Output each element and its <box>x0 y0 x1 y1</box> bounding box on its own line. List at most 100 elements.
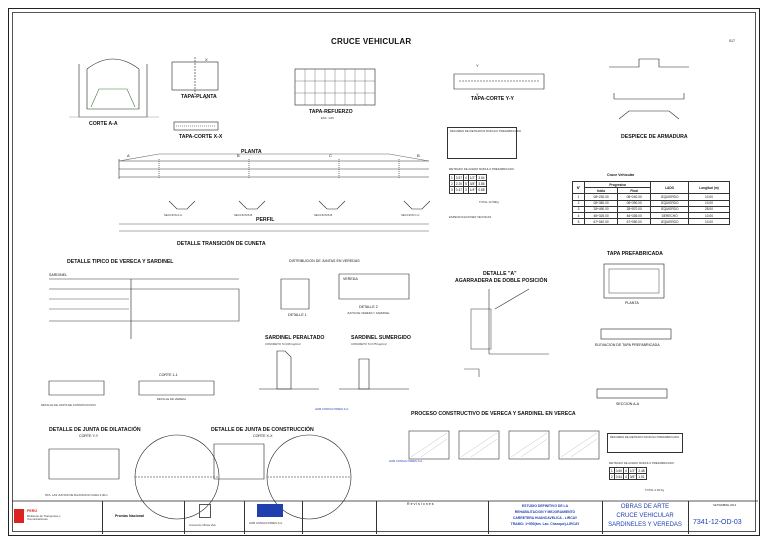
tapa-refuerzo-label: TAPA-REFUERZO <box>309 109 353 115</box>
provias-cell: Provias Nacional <box>102 501 182 534</box>
corte-11-label: CORTE 1-1 <box>159 373 178 377</box>
sardinel-sumergido-title: SARDINEL SUMERGIDO <box>351 335 411 341</box>
col-longitud: Longitud (m) <box>687 180 731 195</box>
planta-label: PLANTA <box>241 149 262 155</box>
resumen-box: RESUMEN DE METRADOS MODULO PREFABRICADO <box>447 127 521 159</box>
col-no: N° <box>572 180 585 195</box>
resumen-bottom-title: RESUMEN DE METRADO MODULO PREFABRICADO <box>610 435 680 439</box>
logo-cell: PERÚ Ministerio de Transportes y Comunic… <box>12 501 64 534</box>
study-line2: REHABILITACION Y MEJORAMIENTO <box>514 510 576 514</box>
sheet-title-2: CRUCE VEHICULAR <box>616 513 674 519</box>
progressive-table: N° Progresiva LADO Longitud (m) Inicio F… <box>572 180 731 226</box>
peru-flag-icon <box>14 509 24 523</box>
tapa-prefab-title: TAPA PREFABRICADA <box>607 251 663 257</box>
metrado-bottom-total: TOTAL 4.39 Kg <box>645 488 665 492</box>
sheet-title-3: SARDINELES Y VEREDAS <box>608 522 682 528</box>
elevacion-label: ELEVACION DE TAPA PREFABRICADA <box>595 343 660 347</box>
company-b-label: Consorcio Obras Vial <box>189 523 216 527</box>
study-line4: TRAMO: 1+550(km. Lac. Chanque)-LIRCAY <box>510 522 580 526</box>
signatures-cell <box>302 501 374 534</box>
hob-logo-icon <box>257 504 283 517</box>
junta-construccion-title: DETALLE DE JUNTA DE CONSTRUCCIÓN <box>211 427 314 433</box>
svg-text:X: X <box>205 57 208 62</box>
seccion-cc-label: SECCION C-C <box>401 213 420 217</box>
metrado-acero-title: METRADO DE ACERO MODULO PREFABRICADO <box>609 461 674 465</box>
seccion-aa-small-label: SECCION A-A <box>616 402 640 406</box>
detalle-a-title: DETALLE "A" <box>483 271 517 277</box>
svg-text:A: A <box>127 153 130 158</box>
drawing-number: 7341-12-OD-03 <box>693 519 742 526</box>
tapa-refuerzo-scale: ESC. 1/25 <box>321 116 334 120</box>
vereda-sardinel-title: DETALLE TIPICO DE VERECA Y SARDINEL <box>67 259 174 265</box>
agarradera-title: AGARRADERA DE DOBLE POSICIÓN <box>455 278 548 284</box>
consultores-stamp-2: HOB CONSULTORES S.A. <box>389 459 423 463</box>
table-cell: IZQUIERDO <box>650 218 689 226</box>
company-hob-cell: HOB CONSULTORES S.A. <box>244 501 300 534</box>
sheet-title-1: OBRAS DE ARTE <box>620 504 670 510</box>
concreto-175: CONCRETO f'c=175 kg/cm2 <box>351 342 387 346</box>
junta-vereda-label: JUNTA DE VEREDA Y SARDINEL <box>347 311 390 315</box>
page-code: 017 <box>729 39 735 43</box>
resumen-title: RESUMEN DE METRADOS MODULO PREFABRICADO <box>450 129 522 133</box>
drawing-number-cell: SETIEMBRE 2013 7341-12-OD-03 <box>688 501 758 534</box>
distribucion-title: DISTRIBUCION DE JUNTAS EN VEREDAS <box>289 259 360 263</box>
main-title: CRUCE VEHICULAR <box>331 37 412 46</box>
svg-text:C: C <box>329 153 332 158</box>
tapa-corte-xx-label: TAPA-CORTE X-X <box>179 134 223 140</box>
peru-label: PERÚ <box>27 509 37 513</box>
svg-text:B: B <box>237 153 240 158</box>
nota-junta: NTA: LAS JUNTAS DE DILATACION CADA 4.00m <box>45 493 108 497</box>
resumen-bottom-box: RESUMEN DE METRADO MODULO PREFABRICADO <box>607 433 683 453</box>
progressive-table-title: Cruce Vehicular <box>607 173 635 177</box>
ministry-label: Ministerio de Transportes y Comunicacion… <box>27 514 61 522</box>
table-cell: 67+050.00 <box>617 218 652 226</box>
study-line3: CARRETERA HUANCAVELICA - LIRCAY <box>512 516 578 520</box>
drawing-linework: X X Y Y A B C B <box>12 57 758 520</box>
corte-aa-label: CORTE A-A <box>89 121 118 127</box>
detalle-1-label: DETALLE 1 <box>288 313 307 317</box>
study-line1: ESTUDIO DEFINITIVO DE LA <box>521 504 569 508</box>
junta-construccion-small-label: DETALLE DE JUNTA DE CONSTRUCCION <box>41 403 96 407</box>
table-cell: 67+040.00 <box>583 218 619 226</box>
metrado-total: TOTAL 12.50Kg <box>479 200 499 204</box>
company-hob-label: HOB CONSULTORES S.A. <box>249 521 283 525</box>
revisions-cell: R e v i s i o n e s <box>376 501 488 534</box>
transicion-label: DETALLE TRANSICIÓN DE CUNETA <box>177 241 266 247</box>
despiece-label: DESPIECE DE ARMADURA <box>621 134 688 140</box>
corte-yy-label: CORTE Y-Y <box>79 434 99 438</box>
study-cell: ESTUDIO DEFINITIVO DE LA REHABILITACION … <box>488 501 600 534</box>
sheet-inner-border <box>12 12 756 532</box>
tapa-planta-label: TAPA-PLANTA <box>181 94 217 100</box>
sardinel-label: SARDINEL <box>49 273 67 277</box>
detalle-vereda-label: DETALLE DE VEREDA <box>157 397 187 401</box>
seccion-aa-label: SECCION A-A <box>164 213 183 217</box>
svg-text:X: X <box>205 95 208 100</box>
especif-title: ESPECIFICACIONES TECNICAS <box>449 215 492 219</box>
company-b-cell: Consorcio Obras Vial <box>184 501 242 534</box>
perfil-label: PERFIL <box>256 217 275 223</box>
consultores-stamp: HOB CONSULTORES S.A. <box>315 407 349 411</box>
metrado-title: METRADO DE ACERO MODULO PREFABRICADO <box>449 167 514 171</box>
tapa-corte-yy-label: TAPA-CORTE Y-Y <box>471 96 514 102</box>
drawing-sheet: X X Y Y A B C B CRUCE VEHICULAR 017 CORTE A-A… <box>8 8 760 536</box>
provias-label: Provias Nacional <box>115 514 144 518</box>
concreto-215: CONCRETO f'c=215 kg/cm2 <box>265 342 301 346</box>
seccion-bb-label: SECCION B-B <box>234 213 253 217</box>
title-block: PERÚ Ministerio de Transportes y Comunic… <box>12 501 756 534</box>
planta-small-label: PLANTA <box>625 301 639 305</box>
svg-text:B: B <box>417 153 420 158</box>
svg-text:Y: Y <box>476 63 479 68</box>
vereda-label: VEREDA <box>343 277 358 281</box>
date-label: SETIEMBRE 2013 <box>713 503 737 507</box>
col-lado: LADO <box>650 180 689 195</box>
svg-text:Y: Y <box>476 92 479 97</box>
proceso-title: PROCESO CONSTRUCTIVO DE VERECA Y SARDINE… <box>411 411 576 417</box>
revisions-label: R e v i s i o n e s <box>407 502 434 506</box>
table-cell: 5 <box>572 218 585 226</box>
detalle-2-label: DETALLE 2 <box>359 305 378 309</box>
company-b-logo-icon <box>199 504 211 518</box>
sardinel-peraltado-title: SARDINEL PERALTADO <box>265 335 325 341</box>
